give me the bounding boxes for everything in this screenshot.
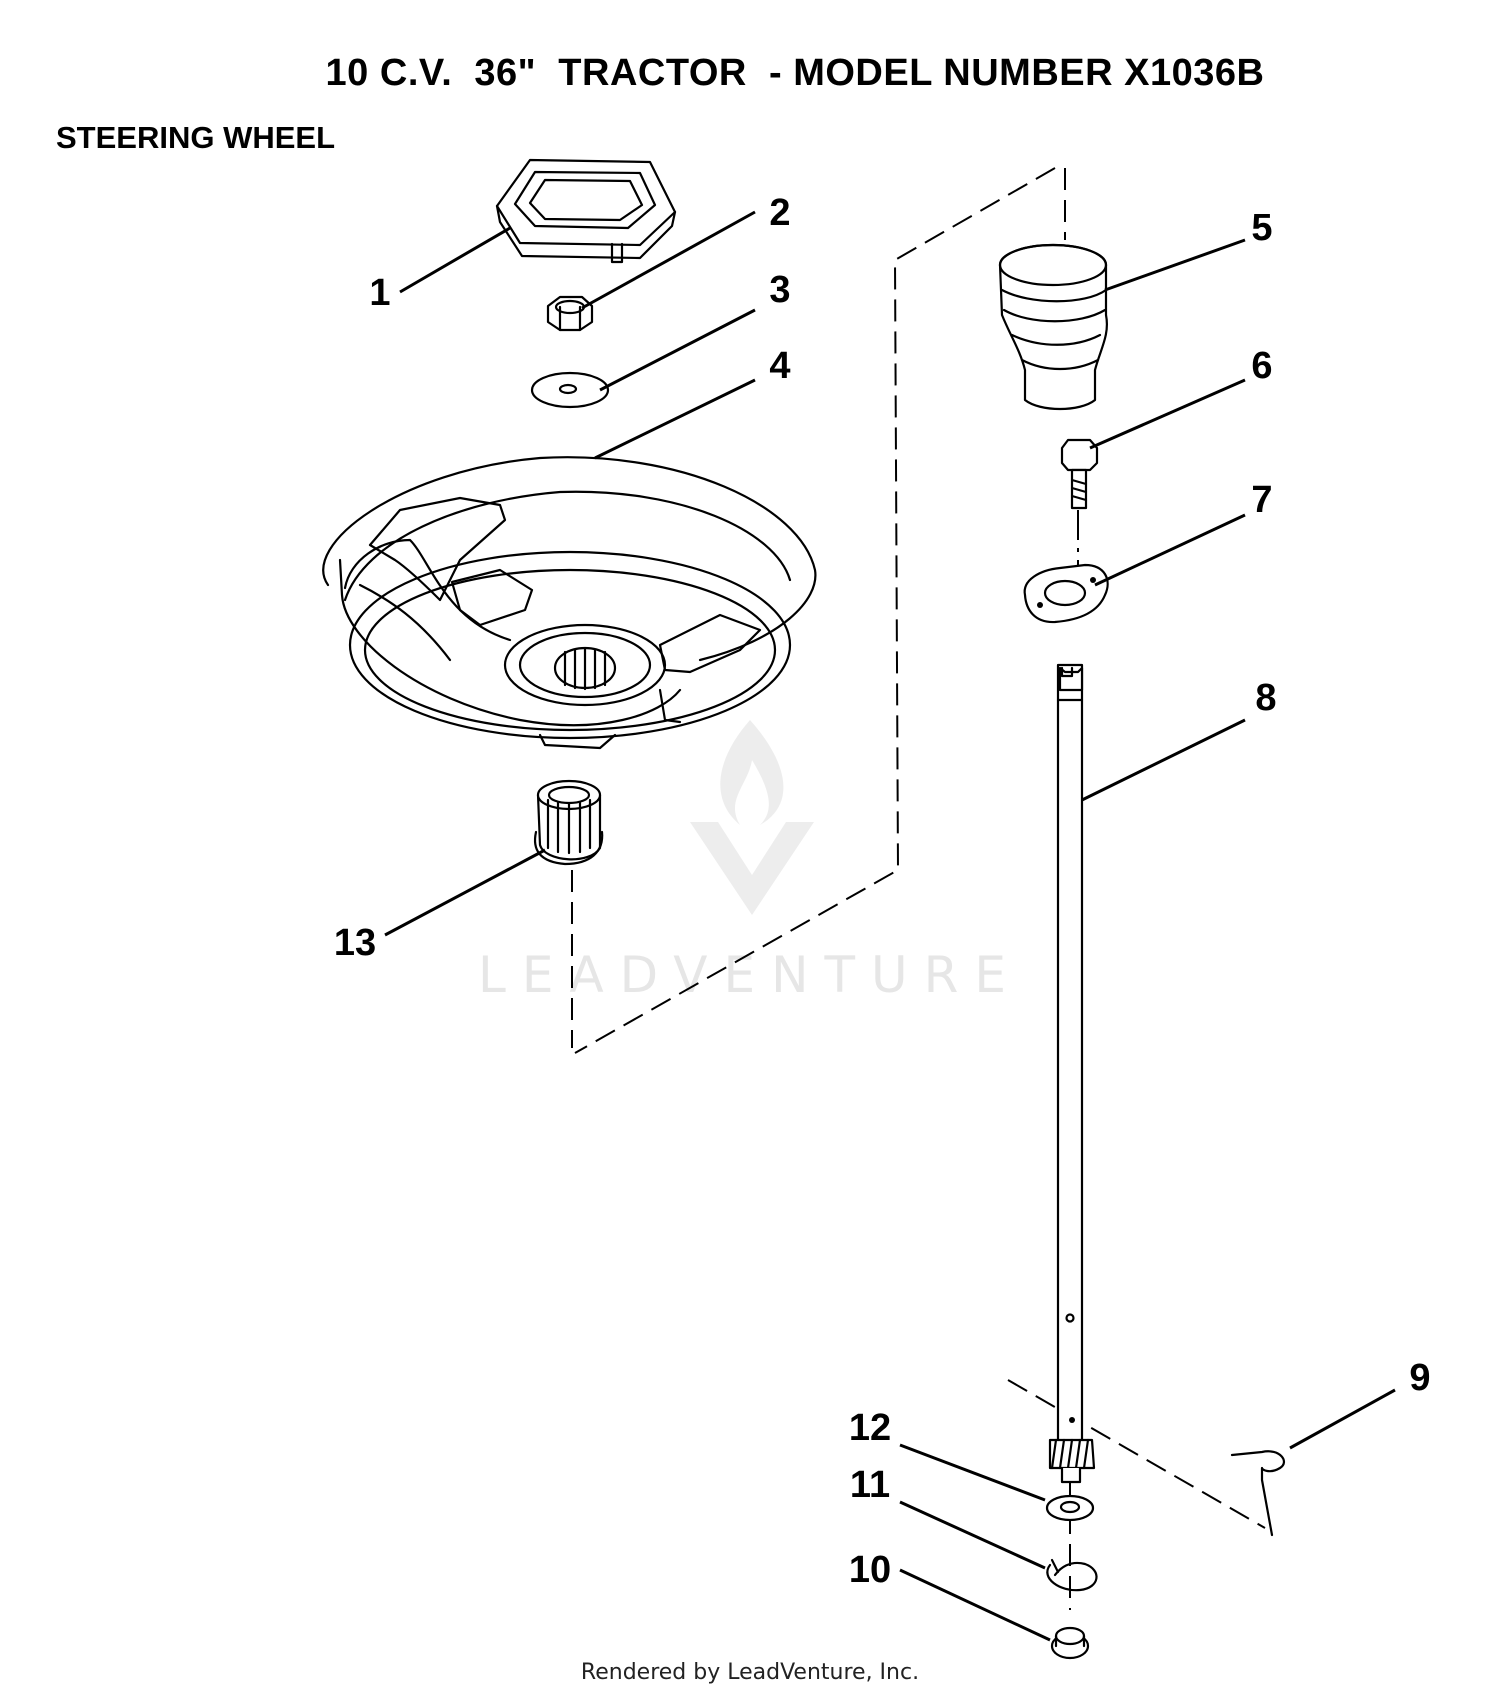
assembly-lines [571,167,1266,1610]
callout-3[interactable]: 3 [769,269,790,311]
callout-11[interactable]: 11 [850,1464,890,1506]
callout-6[interactable]: 6 [1251,345,1272,387]
callout-4[interactable]: 4 [769,345,790,387]
nut-part[interactable] [546,295,594,332]
watermark-text: LEADVENTURE [478,946,1022,1004]
boot-part[interactable] [998,243,1108,410]
washer-small-part[interactable] [1045,1494,1095,1522]
callout-9[interactable]: 9 [1409,1357,1430,1399]
watermark: LEADVENTURE [478,720,1022,1004]
leader-lines [384,210,1396,1642]
callout-7[interactable]: 7 [1251,479,1272,521]
clip-part[interactable] [1230,1450,1286,1537]
bolt-part[interactable] [1060,438,1099,510]
washer-part[interactable] [530,371,610,409]
callout-2[interactable]: 2 [769,192,790,234]
splined-adapter-part[interactable] [533,779,604,866]
callout-1[interactable]: 1 [369,272,390,314]
callout-5[interactable]: 5 [1251,207,1272,249]
steering-wheel-part[interactable] [322,456,817,750]
snap-ring-part[interactable] [1046,1558,1098,1592]
flange-plate-part[interactable] [1023,563,1109,624]
callout-12[interactable]: 12 [849,1407,891,1449]
page-title: 10 C.V. 36" TRACTOR - MODEL NUMBER X1036… [325,52,1265,94]
steering-shaft-part[interactable] [1048,663,1096,1484]
flame-v-logo-icon [690,720,814,915]
callout-13[interactable]: 13 [334,922,376,964]
cap-part[interactable] [1050,1626,1090,1660]
callout-numbers: 1 2 3 4 5 6 7 8 9 10 11 12 13 [334,192,1431,1591]
steering-cap-part[interactable] [495,158,677,264]
section-title: STEERING WHEEL [56,120,336,155]
callout-8[interactable]: 8 [1255,677,1276,719]
footer-credit: Rendered by LeadVenture, Inc. [580,1660,920,1685]
callout-10[interactable]: 10 [849,1549,891,1591]
